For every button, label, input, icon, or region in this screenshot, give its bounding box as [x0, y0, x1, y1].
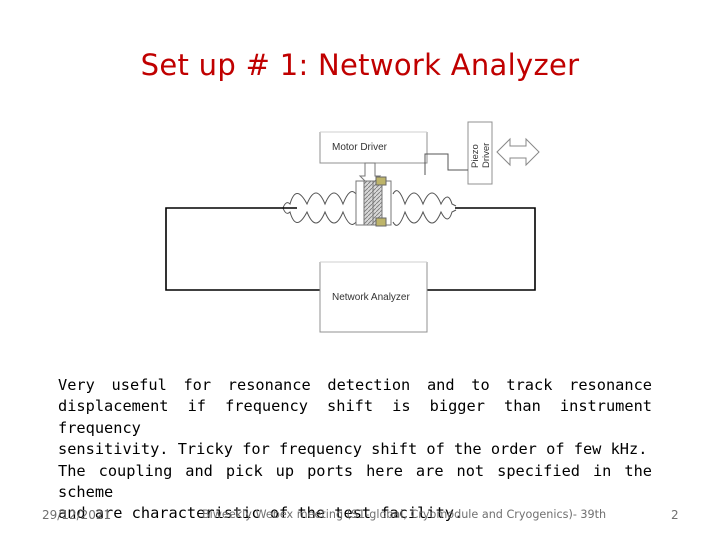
cavity: [282, 190, 457, 226]
slide-title: Set up # 1: Network Analyzer: [140, 48, 580, 82]
body-line: and are characteristic of the test facil…: [58, 504, 464, 523]
footer-meeting: Biweekly Webex meeting (S1-global, Cryom…: [202, 508, 607, 521]
analyzer-cable-right: [427, 207, 536, 291]
motor-driver-box: Motor Driver: [319, 131, 428, 164]
body-line: sensitivity. Tricky for frequency shift …: [58, 440, 648, 459]
piezo-label: Piezo: [470, 144, 481, 168]
double-arrow-icon: [496, 137, 540, 167]
footer-page-number: 2: [671, 508, 679, 522]
tuner-assembly: [355, 176, 392, 227]
body-text: Very useful for resonance detection and …: [58, 375, 652, 525]
body-line: Very useful for resonance detection and …: [58, 376, 652, 394]
network-analyzer-box: Network Analyzer: [319, 261, 428, 333]
motor-driver-label: Motor Driver: [332, 142, 388, 153]
network-analyzer-label: Network Analyzer: [332, 292, 410, 303]
piezo-driver-box: Piezo Driver: [467, 121, 493, 185]
driver-label: Driver: [481, 143, 492, 168]
piezo-wire: [424, 153, 468, 175]
footer-date: 29/12/2021: [42, 508, 112, 522]
body-line: The coupling and pick up ports here are …: [58, 461, 652, 502]
analyzer-cable: [165, 207, 320, 291]
body-line: displacement if frequency shift is bigge…: [58, 397, 652, 437]
